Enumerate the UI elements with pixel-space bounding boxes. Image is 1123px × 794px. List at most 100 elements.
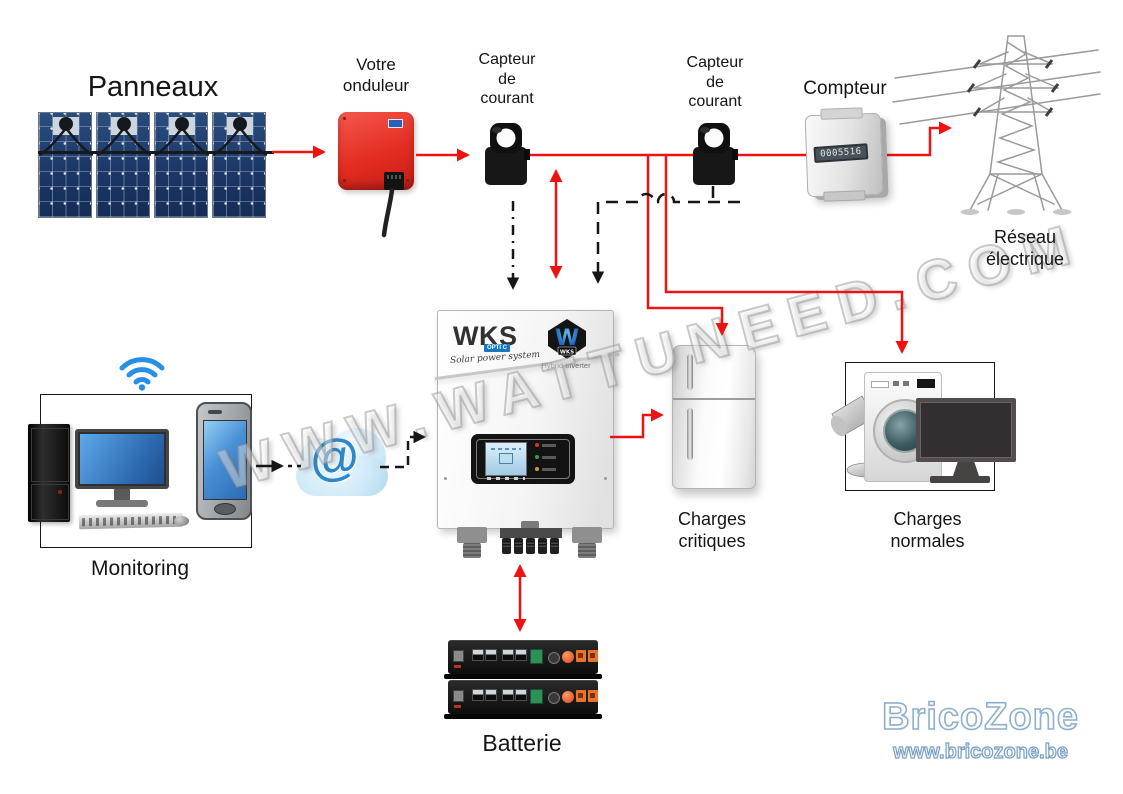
- screw-dot: [343, 117, 346, 120]
- keyboard-icon: [78, 512, 184, 530]
- battery-dial: [548, 692, 560, 704]
- vent-knob: [521, 521, 539, 529]
- screw-dot: [604, 477, 607, 480]
- battery-led: [454, 665, 461, 668]
- fridge-icon: [672, 345, 756, 489]
- current-sensor-clamp-2: [693, 123, 738, 185]
- critical-loads-label: Charges critiques: [677, 509, 747, 551]
- led-label-bar: [542, 456, 556, 459]
- monitor-neck: [114, 489, 130, 500]
- tv-icon: [916, 398, 1016, 462]
- led-label-bar: [542, 468, 556, 471]
- internet-cloud-icon: @: [294, 427, 390, 496]
- phone-screen: [203, 420, 247, 500]
- fridge-handle: [687, 354, 693, 390]
- screw-dot: [343, 179, 346, 182]
- screw-dot: [406, 179, 409, 182]
- cable-gland: [578, 543, 596, 558]
- small-gland: [538, 538, 547, 554]
- battery-breaker: [453, 650, 464, 662]
- monitoring-label: Monitoring: [90, 557, 190, 580]
- wks-badge: OPTI C: [484, 344, 511, 352]
- battery-breaker: [453, 690, 464, 702]
- battery-comm-block: [530, 689, 543, 704]
- user-inverter-label: Votre onduleur: [342, 55, 410, 95]
- meter-din-tab: [823, 190, 866, 202]
- power-led: [58, 490, 62, 494]
- battery-terminal: [588, 650, 598, 662]
- battery-terminal: [576, 690, 586, 702]
- fridge-handle: [687, 408, 693, 460]
- small-gland: [502, 538, 511, 554]
- smartphone-icon: [196, 402, 252, 520]
- solar-panel: [154, 112, 209, 218]
- battery-connector: [562, 691, 574, 703]
- small-gland: [514, 538, 523, 554]
- battery-port: [472, 649, 484, 661]
- battery-rail: [444, 714, 602, 719]
- battery-connector: [562, 651, 574, 663]
- led-label-bar: [542, 444, 556, 447]
- battery-port: [515, 689, 527, 701]
- normal-loads-label: Charges normales: [890, 509, 965, 551]
- battery-stack-icon: [444, 640, 602, 720]
- tv-stand: [953, 462, 979, 476]
- screw-dot: [444, 477, 447, 480]
- hybrid-inverter-icon: WKS OPTI C Solar power system W WKS Hybr…: [434, 310, 620, 529]
- washer-display: [917, 379, 935, 388]
- led-amber: [535, 467, 539, 471]
- battery-port: [485, 689, 497, 701]
- battery-port: [515, 649, 527, 661]
- pylon-shadows: [961, 209, 1071, 215]
- bricozone-logo: BricoZone www.bricozone.be: [881, 695, 1079, 764]
- ct1-label: Capteur de courant: [478, 51, 536, 108]
- battery-port: [502, 649, 514, 661]
- phone-speaker: [208, 410, 222, 414]
- battery-port: [485, 649, 497, 661]
- mouse-icon: [174, 516, 189, 526]
- small-gland: [526, 538, 535, 554]
- power-pylon-icon: [892, 35, 1101, 215]
- meter-reading: 0005516: [815, 145, 867, 161]
- small-gland: [550, 538, 559, 554]
- cable-gland: [572, 527, 602, 543]
- bricozone-url: www.bricozone.be: [893, 740, 1069, 763]
- led-green: [535, 455, 539, 459]
- ct2-label: Capteur de courant: [686, 54, 744, 111]
- battery-port: [472, 689, 484, 701]
- battery-dial: [548, 652, 560, 664]
- wks-logo-caption: Hybrid Inverter: [541, 361, 591, 370]
- meter-din-tab: [820, 107, 863, 120]
- monitor-icon: [75, 429, 169, 489]
- wks-logo-icon: W WKS: [548, 319, 586, 359]
- monitor-base: [96, 500, 148, 507]
- washer-knobs: [893, 381, 911, 386]
- battery-module: [448, 680, 598, 714]
- led-red: [535, 443, 539, 447]
- inverter-cable: [381, 188, 395, 238]
- monitor-screen: [80, 434, 164, 484]
- battery-terminal: [588, 690, 598, 702]
- wks-logo-badge: WKS: [560, 350, 574, 356]
- panel-string-wire: [38, 151, 274, 154]
- grid-label: Réseau électrique: [985, 227, 1065, 269]
- insulators: [966, 59, 1060, 117]
- gland-plate: [500, 528, 562, 538]
- desktop-tower-icon: [28, 424, 70, 522]
- battery-rail: [444, 674, 602, 679]
- current-sensor-clamp-1: [485, 123, 530, 185]
- detergent-drawer: [871, 381, 889, 388]
- cable-gland: [457, 527, 487, 543]
- inverter-lcd: [485, 442, 527, 476]
- battery-comm-block: [530, 649, 543, 664]
- cloud-body: [296, 456, 388, 496]
- wifi-icon: [119, 357, 165, 391]
- solar-panel: [96, 112, 151, 218]
- energy-meter-icon: 0005516: [804, 107, 884, 202]
- inverter-ac-connector: [384, 172, 404, 190]
- phone-home-button: [214, 503, 236, 515]
- inverter-control-panel: [471, 434, 575, 484]
- inverter-buttons: [487, 477, 525, 480]
